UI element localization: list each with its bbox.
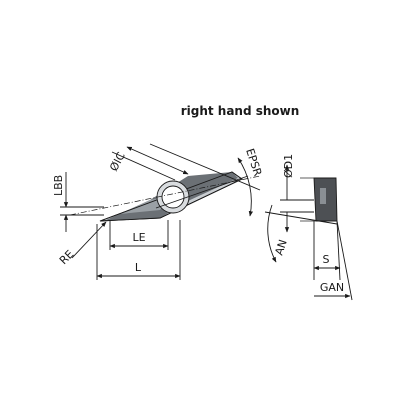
label-le: LE bbox=[132, 231, 145, 244]
dimension-re: RE bbox=[57, 221, 107, 268]
dimension-l: L bbox=[96, 220, 181, 280]
side-view-highlight bbox=[320, 188, 326, 204]
mounting-hole-inner bbox=[161, 185, 185, 209]
label-lbb: LBB bbox=[52, 175, 65, 196]
label-re: RE bbox=[57, 248, 77, 268]
label-gan: GAN bbox=[320, 281, 344, 294]
dimension-d1: ØD1 bbox=[280, 154, 314, 233]
label-ic: ØIC bbox=[107, 150, 128, 174]
dimension-gan: GAN bbox=[314, 220, 353, 301]
label-d1: ØD1 bbox=[282, 154, 295, 178]
dimension-lbb: LBB bbox=[52, 172, 104, 232]
label-s: S bbox=[323, 253, 330, 266]
label-l: L bbox=[135, 261, 142, 274]
label-an: AN bbox=[272, 238, 289, 257]
caption-right-hand-shown: right hand shown bbox=[181, 104, 300, 118]
insert-side-view bbox=[300, 177, 338, 222]
dimension-s: S bbox=[313, 220, 341, 281]
insert-top-view bbox=[69, 171, 261, 222]
dimension-an: AN bbox=[264, 204, 338, 263]
dimension-le: LE bbox=[109, 220, 169, 250]
